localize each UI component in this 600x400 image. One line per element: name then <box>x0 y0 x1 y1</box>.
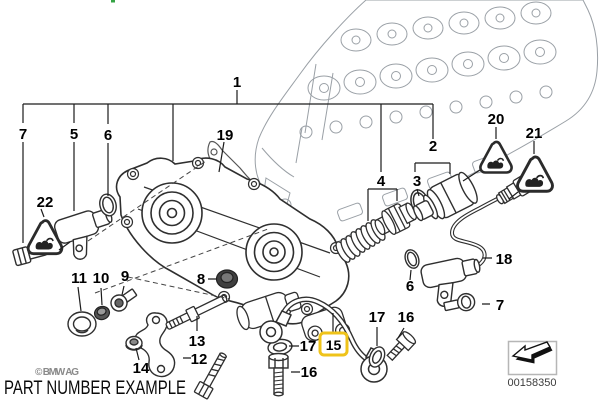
engine-cylinder-head-drawing <box>254 0 599 244</box>
callout-7-left[interactable]: 7 <box>19 126 27 143</box>
spring-drawing <box>335 219 386 263</box>
sealing-ring-left-drawing <box>99 193 117 217</box>
part-number-example-caption: PART NUMBER EXAMPLE <box>4 378 186 399</box>
washer-17-right-drawing <box>368 346 386 368</box>
camshaft-sensor-intake-drawing <box>53 209 113 260</box>
callout-12[interactable]: 12 <box>191 351 208 368</box>
artifact-mark <box>111 0 115 3</box>
callout-17-right[interactable]: 17 <box>369 309 386 326</box>
callout-labels: 1 2 3 4 5 6 6 7 7 8 9 10 11 12 13 14 15 … <box>19 74 543 381</box>
bolt-9-drawing <box>110 288 138 312</box>
bmw-copyright: © BMW AG <box>35 367 79 378</box>
callout-6-right[interactable]: 6 <box>406 278 414 295</box>
sealing-ring-right-drawing <box>404 249 420 269</box>
callout-leader-lines <box>40 127 535 373</box>
diagram-reference-box: 00158350 <box>508 340 558 389</box>
callout-7-right[interactable]: 7 <box>496 297 504 314</box>
vanos-bore-lower <box>245 223 303 281</box>
callout-1[interactable]: 1 <box>233 74 241 91</box>
selected-part-highlight-box <box>318 331 349 357</box>
callout-13[interactable]: 13 <box>189 333 206 350</box>
camshaft-sensor-exhaust-drawing <box>420 257 481 308</box>
engine-cam-humps-row-upper <box>340 1 552 52</box>
callout-16-right[interactable]: 16 <box>398 309 415 326</box>
nut-10-drawing <box>93 305 111 321</box>
callout-2[interactable]: 2 <box>429 138 437 155</box>
callout-6-left[interactable]: 6 <box>104 127 112 144</box>
bolt-16-left-drawing <box>268 352 289 397</box>
callout-3[interactable]: 3 <box>413 173 421 190</box>
callout-8[interactable]: 8 <box>197 271 205 288</box>
assembly-axis-dashed-lines <box>87 160 269 300</box>
diagram-code: 00158350 <box>508 377 557 389</box>
repair-instruction-triangle-21-icon <box>516 155 554 193</box>
vanos-piston-4-drawing <box>374 202 417 236</box>
callout-22[interactable]: 22 <box>37 194 54 211</box>
nut-14-drawing <box>125 335 143 351</box>
bolt-7-right-drawing <box>443 292 476 312</box>
cap-11-drawing <box>67 311 97 337</box>
plug-8-drawing <box>215 269 239 289</box>
stud-13-drawing <box>165 294 228 330</box>
camshaft-sensor-cable <box>449 195 502 268</box>
bolt-16-right-drawing <box>386 331 417 362</box>
callout-16-left[interactable]: 16 <box>301 364 318 381</box>
callout-19[interactable]: 19 <box>217 127 234 144</box>
long-bolt-drawing <box>193 352 228 400</box>
callout-4[interactable]: 4 <box>377 173 386 190</box>
callout-5[interactable]: 5 <box>70 126 78 143</box>
callout-17-left[interactable]: 17 <box>300 338 317 355</box>
callout-18[interactable]: 18 <box>496 251 513 268</box>
solenoid-valve-2-drawing <box>412 171 478 222</box>
callout-11[interactable]: 11 <box>71 270 87 287</box>
callout-15-selected[interactable]: 15 <box>326 337 342 353</box>
callout-14[interactable]: 14 <box>133 360 150 377</box>
callout-bracket-lines <box>22 90 451 243</box>
callout-20[interactable]: 20 <box>488 111 505 128</box>
page-forward-arrow-icon <box>511 341 553 364</box>
callout-21[interactable]: 21 <box>526 125 543 142</box>
callout-9[interactable]: 9 <box>121 268 129 285</box>
engine-cam-humps-row-lower <box>307 39 557 101</box>
vanos-bore-upper <box>141 182 203 244</box>
callout-10[interactable]: 10 <box>93 270 110 287</box>
